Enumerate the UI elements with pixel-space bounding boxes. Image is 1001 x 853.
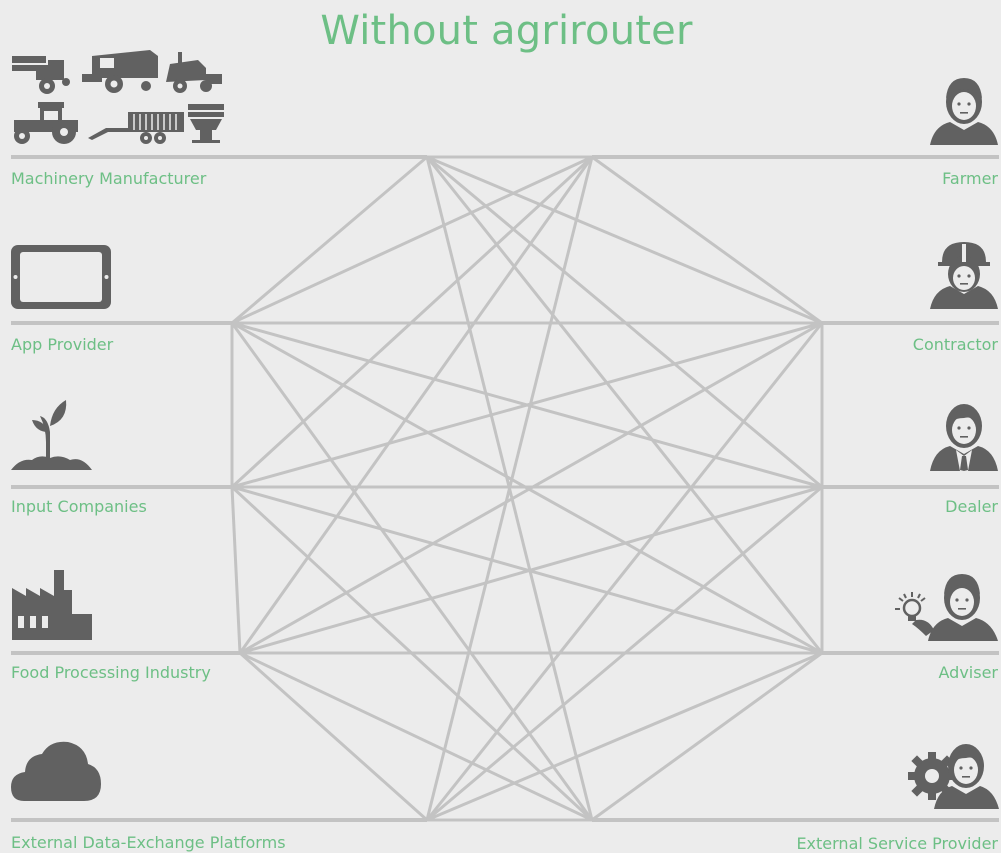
node-label-external-data-exchange-platforms: External Data-Exchange Platforms	[11, 833, 286, 852]
farmer-icon	[930, 78, 998, 145]
node-label-contractor: Contractor	[912, 335, 998, 354]
node-label-adviser: Adviser	[938, 663, 999, 682]
adviser-icon	[895, 574, 998, 641]
tablet-icon	[11, 245, 111, 309]
node-label-farmer: Farmer	[942, 169, 998, 188]
right-hub-link	[591, 155, 823, 325]
node-label-input-companies: Input Companies	[11, 497, 147, 516]
node-label-external-service-provider: External Service Provider	[796, 834, 998, 853]
left-hub-link	[239, 651, 428, 822]
cross-link	[231, 155, 593, 325]
contractor-icon	[930, 242, 998, 309]
node-label-food-processing-industry: Food Processing Industry	[11, 663, 211, 682]
node-label-app-provider: App Provider	[11, 335, 114, 354]
cross-link	[230, 322, 594, 821]
spreader-icon	[188, 104, 224, 143]
trailer-icon	[88, 112, 184, 144]
cross-link	[238, 156, 594, 654]
left-hub-link	[230, 486, 242, 654]
cross-link	[425, 156, 594, 821]
machinery-icons	[12, 50, 224, 144]
node-label-machinery-manufacturer: Machinery Manufacturer	[11, 169, 207, 188]
dealer-icon	[930, 404, 998, 471]
cross-link	[425, 156, 824, 654]
cross-link	[239, 651, 593, 822]
left-hub-link	[231, 155, 428, 325]
cross-link	[426, 155, 823, 325]
cross-link	[230, 155, 594, 489]
plant-icon	[11, 400, 92, 470]
right-hub-link	[591, 651, 823, 822]
diagram-title: Without agrirouter	[320, 8, 693, 54]
cross-link	[426, 651, 823, 822]
forage-harvester-icon	[166, 52, 222, 93]
lightbulb-icon	[895, 592, 934, 636]
cross-link	[425, 322, 824, 821]
cross-link	[239, 321, 823, 655]
node-label-dealer: Dealer	[945, 497, 998, 516]
service-provider-icon	[908, 744, 999, 809]
combine-harvester-icon	[82, 50, 158, 93]
cross-link	[239, 485, 823, 655]
factory-icon	[12, 570, 92, 640]
cross-link	[426, 485, 823, 822]
cloud-icon	[11, 741, 101, 801]
combine-header-icon	[12, 56, 70, 94]
cross-link	[231, 321, 823, 489]
tractor-icon	[14, 102, 78, 144]
